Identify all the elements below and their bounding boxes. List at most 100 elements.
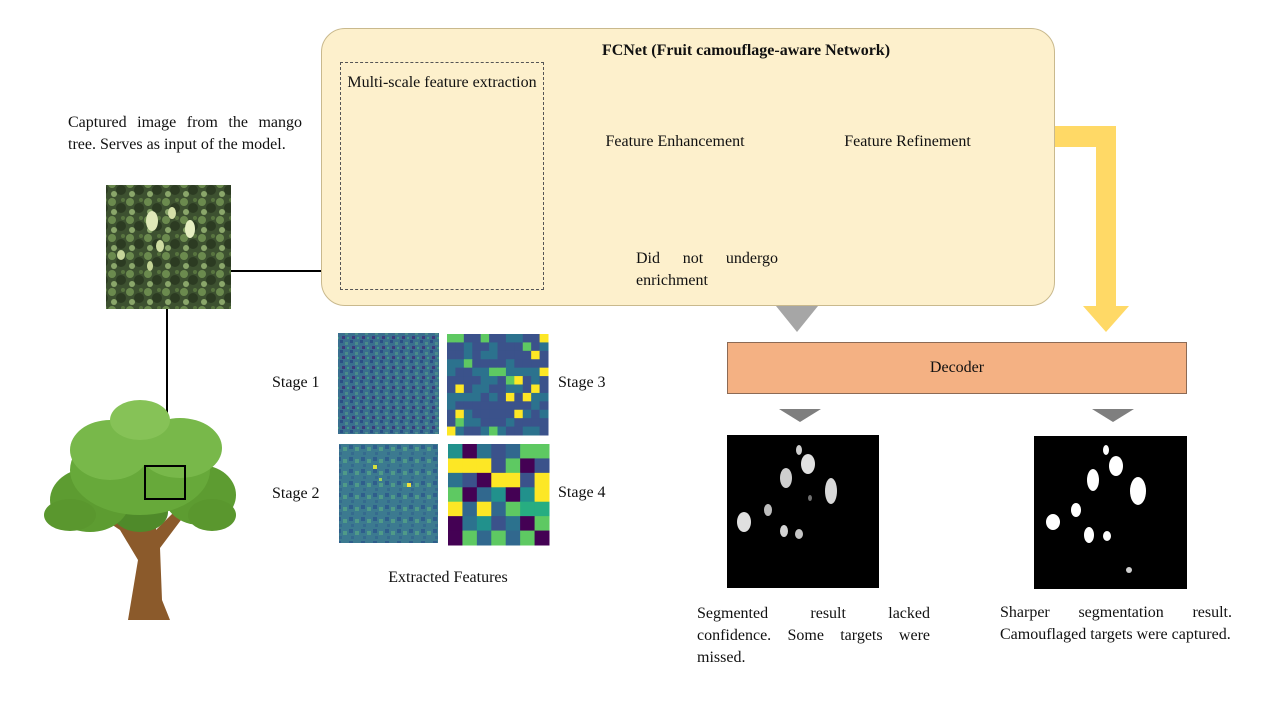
feature-cell	[514, 350, 524, 360]
feature-cell	[472, 367, 482, 377]
feature-cell	[522, 334, 532, 343]
feature-cell	[531, 367, 541, 377]
feature-cell	[447, 401, 456, 411]
feature-cell	[455, 342, 465, 352]
feature-cell	[522, 409, 532, 419]
stage2-label: Stage 2	[272, 485, 320, 502]
feature-cell	[522, 426, 532, 436]
feature-cell	[455, 367, 465, 377]
feature-cell	[472, 392, 482, 402]
feature-cell	[522, 376, 532, 385]
feature-cell	[463, 401, 473, 411]
feature-cell	[463, 350, 473, 360]
feature-cell	[463, 426, 473, 436]
feature-cell	[531, 409, 541, 419]
feature-cell	[539, 350, 549, 360]
feature-cell	[505, 530, 521, 546]
feature-cell	[531, 350, 541, 360]
feature-cell	[463, 342, 473, 352]
feature-cell	[534, 487, 550, 503]
feature-cell	[447, 376, 456, 385]
feature-cell	[472, 359, 482, 369]
feature-cell	[489, 359, 498, 369]
feature-cell	[476, 472, 492, 488]
feature-cell	[522, 384, 532, 394]
feature-cell	[505, 401, 515, 411]
feature-cell	[539, 334, 549, 343]
feature-cell	[505, 350, 515, 360]
feature-cell	[522, 359, 532, 369]
feature-cell	[491, 458, 507, 474]
feature-cell	[514, 418, 524, 428]
feature-enhancement-label: Feature Enhancement	[605, 133, 745, 150]
feature-cell	[505, 384, 515, 394]
feature-cell	[448, 472, 463, 488]
mango-tree-illustration	[44, 400, 236, 620]
bypass-label: Did not undergo enrichment	[636, 250, 778, 289]
feature-cell	[447, 350, 456, 360]
feature-cell	[489, 350, 498, 360]
feature-cell	[448, 516, 463, 532]
stage1-feature-map	[338, 333, 439, 434]
feature-cell	[480, 426, 490, 436]
feature-cell	[462, 530, 478, 546]
feature-cell	[531, 376, 541, 385]
feature-cell	[539, 384, 549, 394]
feature-cell	[480, 359, 490, 369]
feature-cell	[491, 516, 507, 532]
feature-cell	[476, 501, 492, 517]
feature-cell	[462, 458, 478, 474]
feature-cell	[505, 501, 521, 517]
stage3-feature-map	[447, 334, 549, 436]
feature-cell	[448, 444, 463, 459]
feature-cell	[514, 359, 524, 369]
feature-cell	[455, 409, 465, 419]
refinement-to-decoder-arrow	[1040, 126, 1129, 332]
feature-cell	[514, 334, 524, 343]
feature-cell	[480, 342, 490, 352]
feature-cell	[505, 409, 515, 419]
input-caption: Captured image from the mango tree. Serv…	[68, 114, 302, 153]
feature-cell	[489, 401, 498, 411]
feature-cell	[522, 401, 532, 411]
result-left-caption: Segmented result lacked confidence. Some…	[697, 605, 930, 666]
feature-cell	[534, 501, 550, 517]
feature-cell	[448, 487, 463, 503]
feature-cell	[480, 392, 490, 402]
feature-cell	[520, 516, 536, 532]
feature-cell	[448, 458, 463, 474]
feature-cell	[531, 384, 541, 394]
feature-cell	[539, 409, 549, 419]
feature-cell	[505, 359, 515, 369]
feature-cell	[447, 384, 456, 394]
feature-cell	[472, 342, 482, 352]
feature-cell	[480, 401, 490, 411]
feature-cell	[505, 376, 515, 385]
feature-cell	[455, 350, 465, 360]
feature-cell	[534, 472, 550, 488]
feature-cell	[505, 426, 515, 436]
feature-cell	[447, 367, 456, 377]
feature-cell	[447, 342, 456, 352]
feature-cell	[497, 359, 507, 369]
feature-cell	[463, 418, 473, 428]
feature-cell	[531, 334, 541, 343]
stage4-label: Stage 4	[558, 484, 606, 501]
feature-cell	[514, 376, 524, 385]
feature-cell	[534, 516, 550, 532]
feature-cell	[489, 392, 498, 402]
feature-cell	[497, 367, 507, 377]
feature-cell	[462, 444, 478, 459]
feature-cell	[462, 487, 478, 503]
feature-cell	[463, 334, 473, 343]
feature-cell	[489, 342, 498, 352]
feature-cell	[505, 444, 521, 459]
feature-cell	[472, 376, 482, 385]
feature-cell	[476, 530, 492, 546]
feature-cell	[522, 418, 532, 428]
feature-cell	[476, 444, 492, 459]
feature-cell	[531, 426, 541, 436]
feature-cell	[539, 359, 549, 369]
feature-cell	[463, 409, 473, 419]
feature-cell	[448, 501, 463, 517]
